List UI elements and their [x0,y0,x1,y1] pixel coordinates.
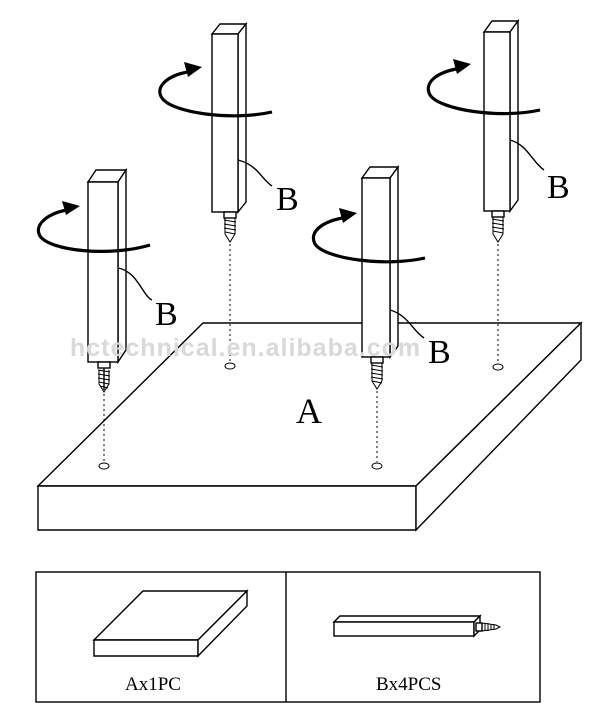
board-holes [98,362,504,470]
leg-b-3 [360,164,400,462]
leg-b-1 [86,167,128,462]
leg-caption: Bx4PCS [376,674,441,695]
parts-list: Ax1PC Bx4PCS [35,571,541,703]
leg-b-2 [210,22,248,362]
leg-label: B [428,334,451,371]
board-caption: Ax1PC [125,674,181,695]
leg-label: B [276,181,299,218]
rotate-arrow-icon [36,201,151,253]
board-a [36,321,583,532]
leg-b-4 [482,18,520,363]
watermark: hctechnical.en.alibaba.com [70,334,421,362]
rotate-arrow-icon [158,62,273,118]
rotate-arrow-icon [311,208,426,264]
leg-label: B [155,296,178,333]
leg-thumbnail [332,614,502,638]
leg-label: B [547,169,570,206]
board-thumbnail [92,589,249,658]
board-label: A [296,391,322,431]
rotate-arrow-icon [426,59,541,116]
